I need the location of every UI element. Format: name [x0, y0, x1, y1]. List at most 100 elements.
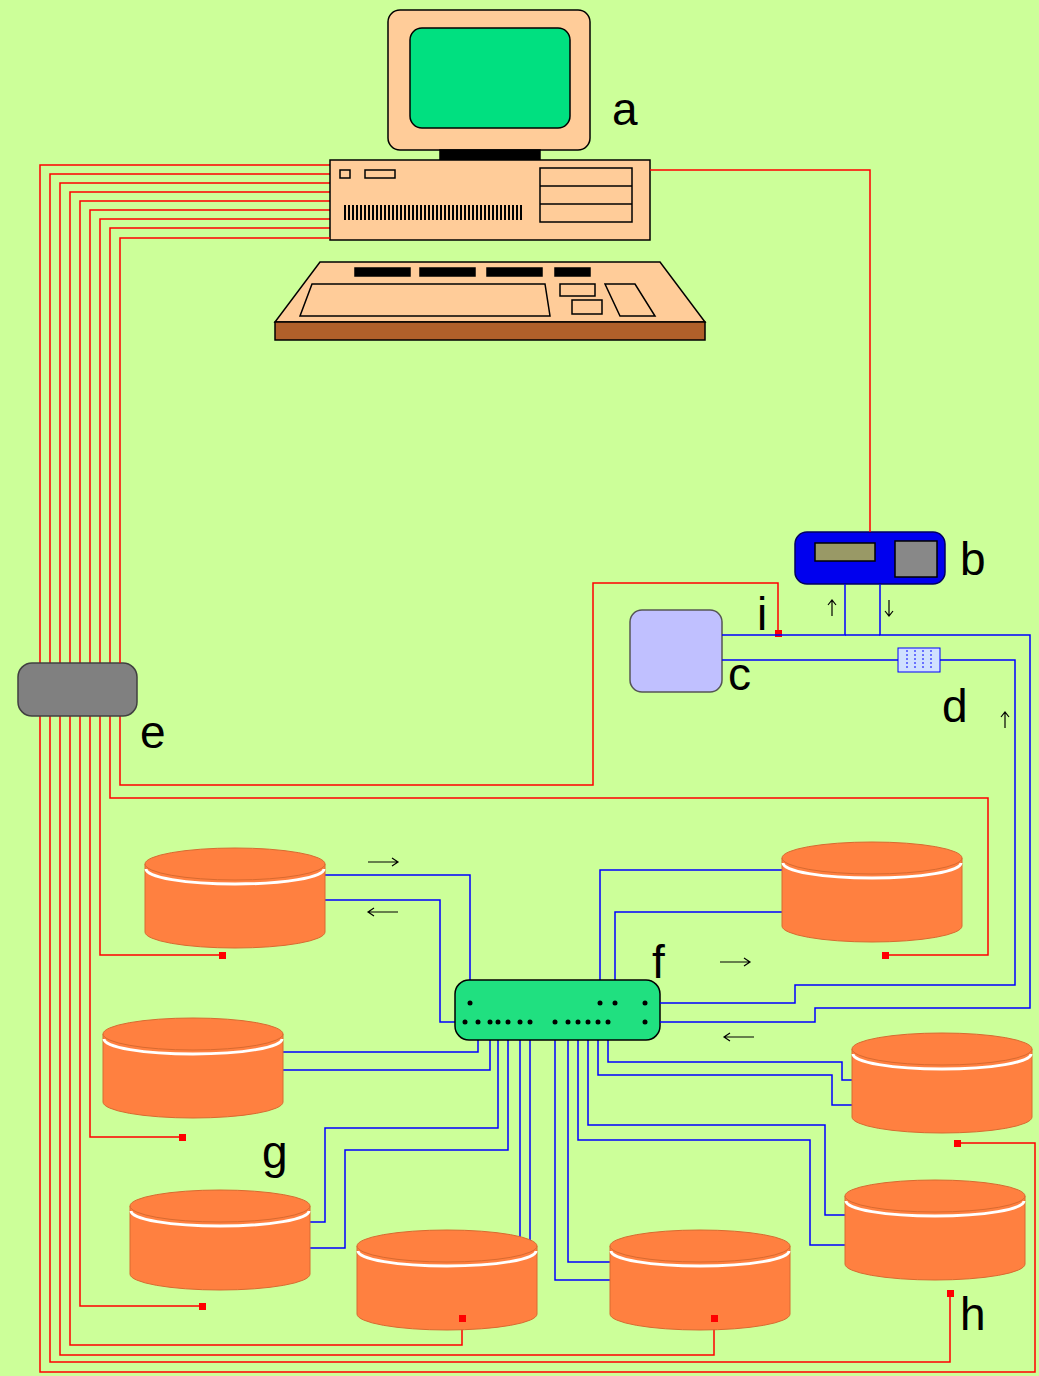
manifold-part-part — [463, 1020, 468, 1025]
manifold-part-part — [528, 1020, 533, 1025]
computer-part — [275, 262, 705, 322]
signal-wires — [40, 165, 1035, 1372]
part-letter: c — [728, 651, 751, 697]
manifold-part-part — [506, 1020, 511, 1025]
filter-part-part — [931, 650, 932, 670]
wire-hub: e — [18, 663, 137, 716]
computer-part — [555, 268, 590, 276]
sensor-points-part — [179, 1134, 186, 1141]
fluid-tube — [660, 660, 1015, 1003]
manifold-part-part — [643, 1001, 648, 1006]
tanks-part — [103, 1018, 283, 1118]
filter — [898, 648, 940, 672]
manifold-part-part — [586, 1020, 591, 1025]
fluid-tube — [660, 584, 1030, 1022]
computer-part — [487, 268, 542, 276]
filter-part-part — [907, 650, 908, 670]
tanks-part — [845, 1180, 1025, 1280]
part-letter: d — [942, 683, 968, 729]
tanks-part — [357, 1230, 537, 1330]
tank-tubes — [280, 635, 880, 1280]
manifold-part — [463, 1001, 648, 1025]
tank-tubes-part — [588, 1022, 850, 1215]
filter-part-part — [915, 650, 916, 670]
tanks-part — [130, 1190, 310, 1290]
manifold-part-part — [596, 1020, 601, 1025]
manifold-part-part — [488, 1020, 493, 1025]
sensor-points-part — [954, 1140, 961, 1147]
tank-letter: g — [262, 1129, 288, 1175]
flow-arrows-part — [368, 908, 398, 916]
manifold-part-part — [476, 1020, 481, 1025]
signal-wires-part — [40, 165, 1035, 1372]
filter: d — [898, 648, 940, 672]
computer-part — [540, 168, 632, 222]
tanks-part — [782, 842, 962, 942]
computer-part — [440, 150, 540, 160]
computer-part — [355, 268, 410, 276]
sensor-points-part — [882, 952, 889, 959]
tanks-part — [610, 1230, 790, 1330]
sensor-points — [179, 630, 961, 1322]
fluid-tube — [722, 584, 845, 635]
computer-part — [420, 268, 475, 276]
flow-arrows-part — [724, 1033, 754, 1041]
tanks-part — [852, 1033, 1032, 1133]
manifold-part-part — [496, 1020, 501, 1025]
manifold-part-part — [576, 1020, 581, 1025]
computer-part — [410, 28, 570, 128]
filter-part — [898, 648, 940, 672]
manifold-part-part — [643, 1020, 648, 1025]
tank-tubes-part — [555, 1022, 615, 1280]
computer-part — [342, 205, 522, 220]
computer-part — [300, 284, 550, 316]
flow-arrows-part — [1001, 712, 1009, 728]
measuring-device-part — [795, 532, 945, 584]
computer-part — [388, 10, 590, 150]
manifold-part-part — [606, 1020, 611, 1025]
tank-tubes-part — [280, 1022, 478, 1052]
pump-box — [630, 610, 722, 692]
flow-arrows-part — [885, 600, 893, 616]
computer-part — [560, 284, 595, 296]
computer-unit: a — [330, 160, 650, 240]
part-letter: e — [140, 709, 166, 755]
signal-wires-part — [70, 192, 462, 1345]
computer-part — [540, 203, 632, 205]
sensor-points-part — [219, 952, 226, 959]
manifold-part-part — [518, 1020, 523, 1025]
measuring-device — [795, 532, 945, 584]
tank-tubes-part — [320, 900, 465, 1022]
flow-arrows-part — [368, 858, 398, 866]
manifold-part — [455, 980, 660, 1040]
measuring-device-part — [895, 541, 937, 577]
pump-box: c — [630, 610, 722, 692]
tanks-part — [145, 848, 325, 948]
computer-part — [572, 300, 602, 314]
computer-part — [275, 322, 705, 340]
sensor-points-part — [199, 1303, 206, 1310]
filter-part — [907, 650, 931, 670]
manifold — [455, 980, 660, 1040]
computer — [275, 10, 705, 340]
signal-wires-part — [60, 183, 714, 1355]
filter-part-part — [923, 650, 924, 670]
part-letter: f — [652, 939, 665, 985]
sensor-letter: i — [757, 591, 767, 637]
measuring-device-part — [815, 543, 875, 561]
manifold-part-part — [566, 1020, 571, 1025]
computer-part — [605, 284, 655, 316]
tank-tubes-part — [320, 875, 470, 1003]
sensor-points-part — [711, 1315, 718, 1322]
signal-wires-part — [110, 228, 988, 955]
manifold-part-part — [598, 1001, 603, 1006]
tank-tubes-part — [578, 1022, 850, 1245]
part-letter: b — [960, 536, 986, 582]
wire-hub — [18, 663, 137, 716]
tank-tubes-part — [845, 634, 880, 636]
tank-tubes-part — [519, 1022, 521, 1262]
tank-tubes-part — [529, 1022, 531, 1262]
manifold-part-part — [468, 1001, 473, 1006]
